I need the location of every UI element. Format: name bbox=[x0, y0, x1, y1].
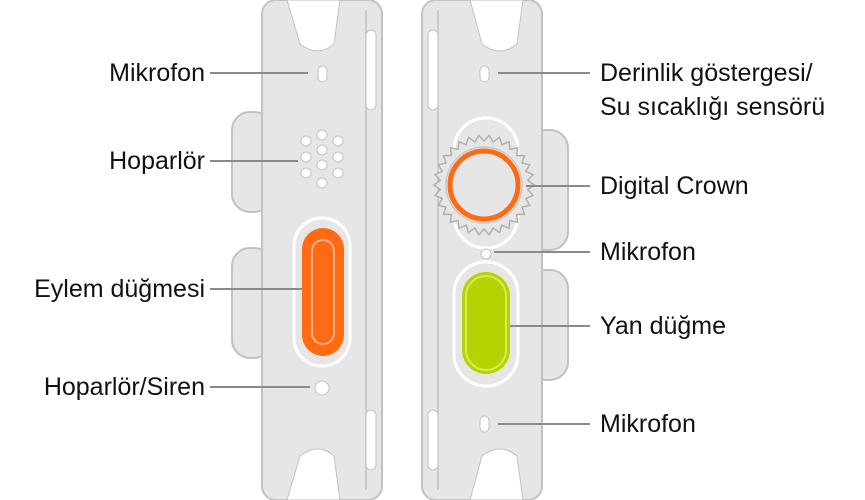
action-button bbox=[302, 228, 344, 356]
label-side-button: Yan düğme bbox=[600, 312, 727, 340]
label-speaker: Hoparlör bbox=[109, 147, 205, 175]
watch-left-side bbox=[231, 0, 383, 500]
depth-gauge-hole bbox=[479, 65, 490, 83]
right-microphone-mid-hole bbox=[480, 248, 492, 260]
label-speaker-siren: Hoparlör/Siren bbox=[43, 373, 205, 401]
side-button bbox=[462, 272, 510, 374]
label-digital-crown: Digital Crown bbox=[600, 172, 749, 200]
siren-hole bbox=[314, 380, 330, 396]
label-right-microphone-bottom: Mikrofon bbox=[600, 410, 696, 438]
right-microphone-bottom-hole bbox=[479, 415, 490, 433]
crown-ring bbox=[447, 148, 521, 222]
action-button-surround bbox=[292, 216, 352, 368]
left-top-lug bbox=[286, 0, 341, 52]
label-depth-gauge-line2: Su sıcaklığı sensörü bbox=[600, 93, 826, 121]
label-left-microphone: Mikrofon bbox=[109, 59, 205, 87]
label-depth-gauge-line1: Derinlik göstergesi/ bbox=[600, 59, 813, 87]
speaker-grille-icon bbox=[300, 129, 344, 189]
label-right-microphone-mid: Mikrofon bbox=[600, 238, 696, 266]
leader-lines bbox=[210, 72, 590, 425]
label-action-button: Eylem düğmesi bbox=[34, 275, 205, 303]
left-bottom-lug bbox=[286, 448, 341, 500]
left-microphone-hole bbox=[317, 65, 328, 83]
watch-right-side bbox=[421, 0, 569, 500]
digital-crown-icon bbox=[432, 134, 536, 236]
